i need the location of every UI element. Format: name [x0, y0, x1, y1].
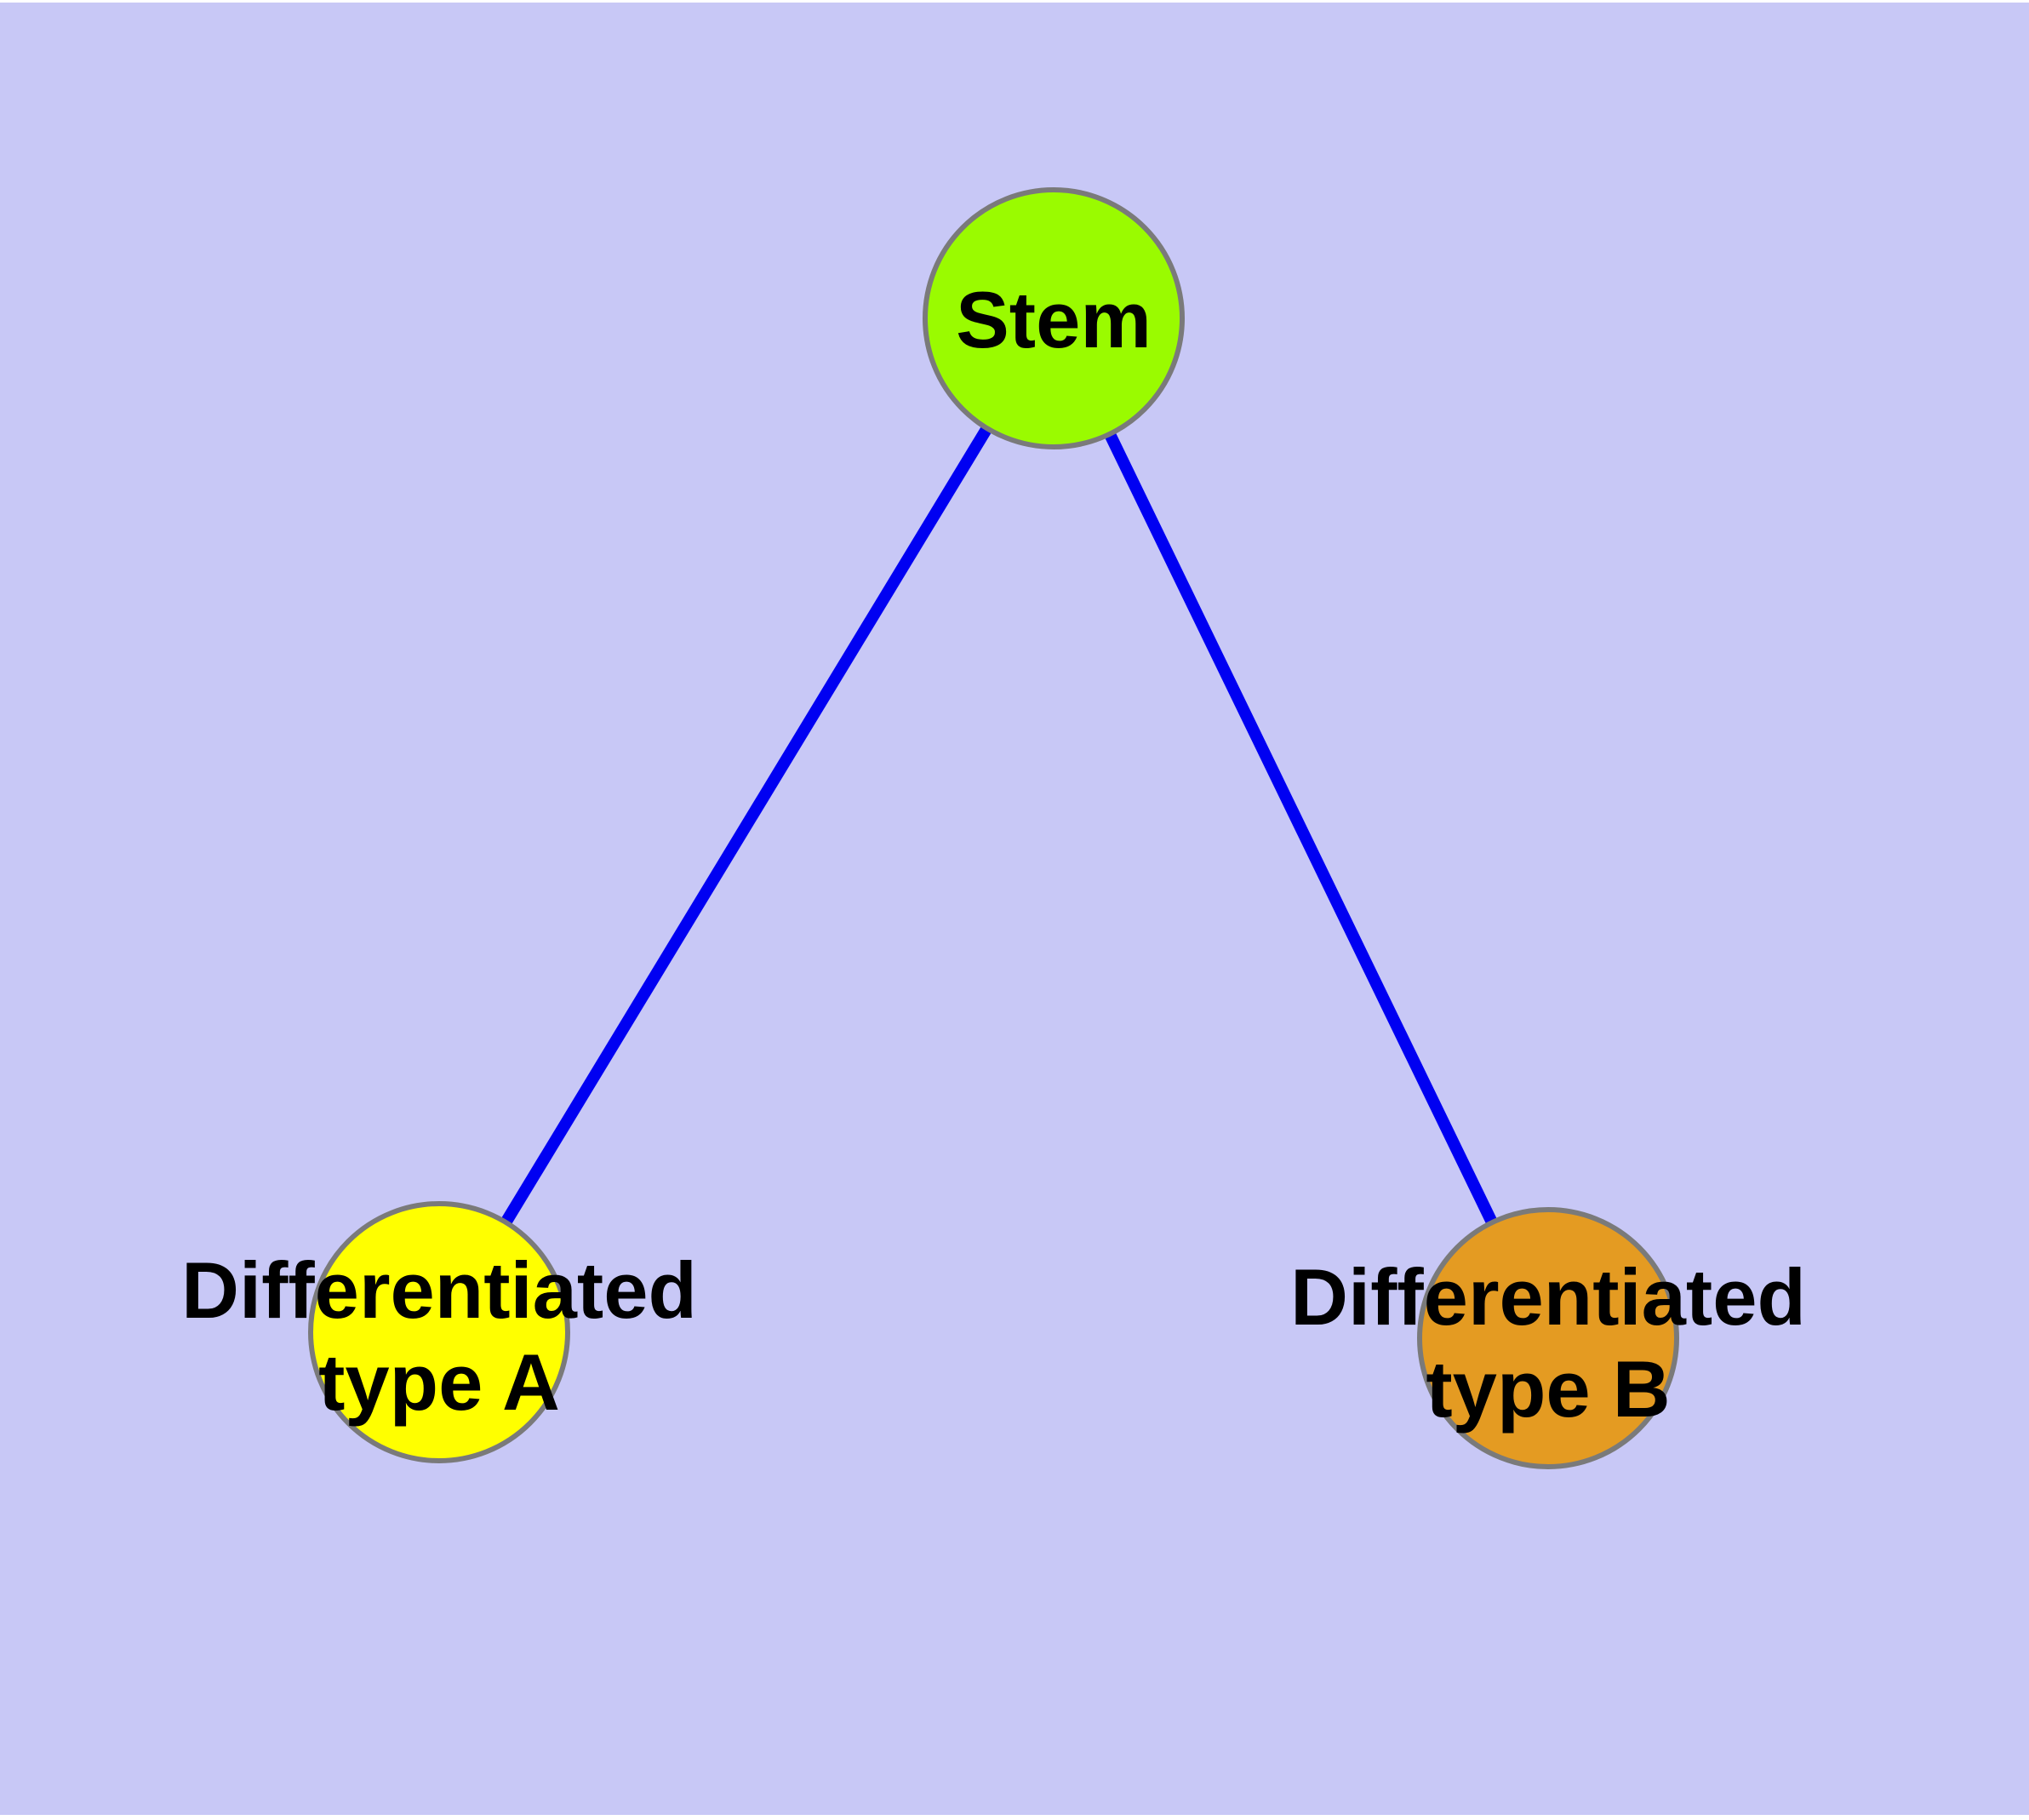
differentiated-type-b-node-label-line1: Differentiated — [1290, 1252, 1806, 1342]
differentiated-type-b-node-label-line2: type B — [1426, 1344, 1670, 1434]
differentiated-type-a-node-circle — [308, 1201, 570, 1463]
stem-node-circle — [923, 187, 1185, 449]
edges — [434, 315, 1554, 1342]
differentiated-type-b-node-circle — [1417, 1207, 1679, 1469]
node-stem: Stem — [923, 187, 1185, 449]
stem-node-label: Stem — [956, 275, 1152, 364]
node-differentiated-type-b: Differentiated type B — [1290, 1207, 1806, 1469]
differentiated-type-a-node-label-line1: Differentiated — [181, 1245, 697, 1335]
node-differentiated-type-a: Differentiated type A — [181, 1201, 697, 1463]
differentiated-type-a-node-label-line2: type A — [318, 1337, 560, 1427]
edge-stem-to-type-a — [434, 315, 1059, 1336]
edge-stem-to-type-b — [1048, 315, 1554, 1342]
